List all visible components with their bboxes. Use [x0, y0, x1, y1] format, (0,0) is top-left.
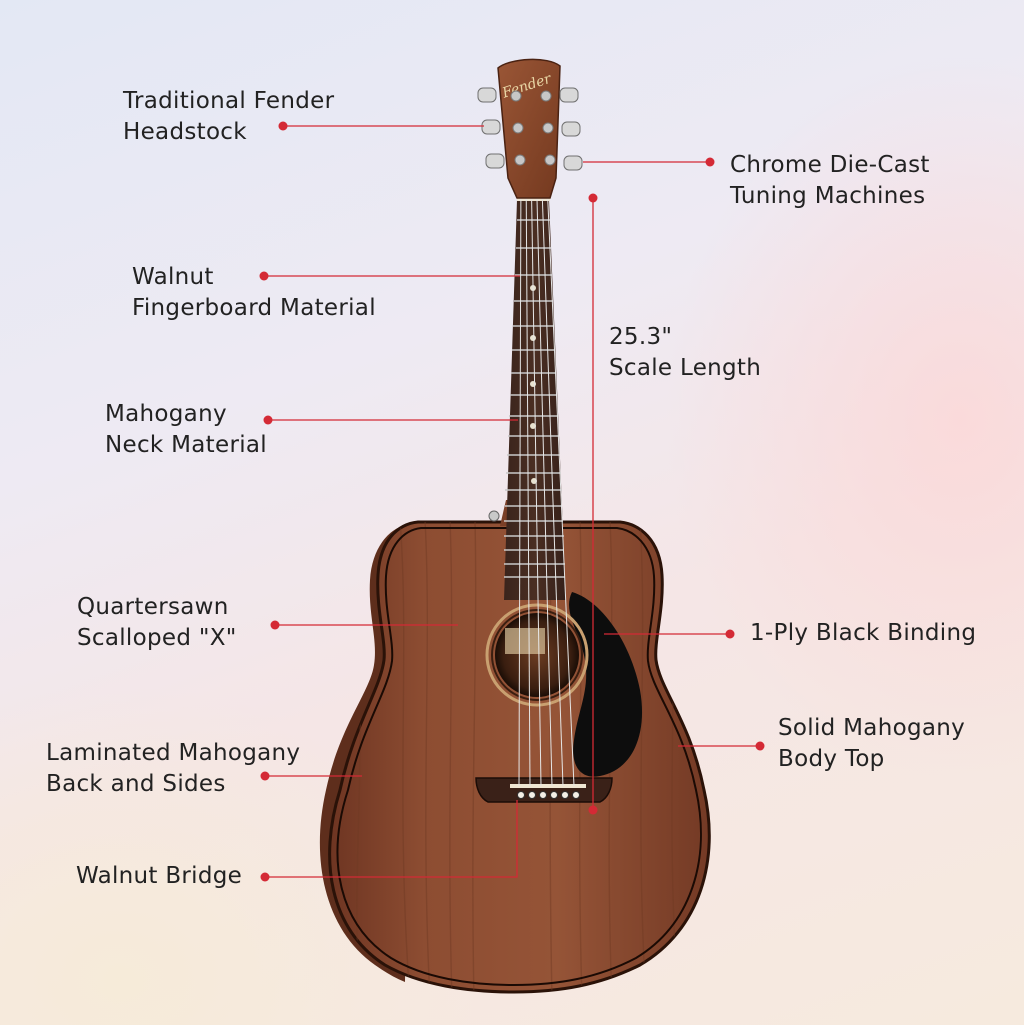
callout-tuners-line2: Tuning Machines: [730, 183, 926, 209]
strap-button: [488, 510, 500, 522]
callout-neck: Mahogany Neck Material: [105, 399, 267, 461]
callout-bracing: Quartersawn Scalloped "X": [77, 592, 237, 654]
callout-back-line1: Laminated Mahogany: [46, 740, 301, 766]
callout-neck-line2: Neck Material: [105, 432, 267, 458]
callout-binding-line1: 1-Ply Black Binding: [750, 620, 977, 646]
callout-top: Solid Mahogany Body Top: [778, 713, 965, 775]
callout-binding: 1-Ply Black Binding: [750, 618, 976, 649]
callout-headstock: Traditional Fender Headstock: [123, 86, 334, 148]
callout-headstock-line2: Headstock: [123, 119, 247, 145]
callout-tuners-line1: Chrome Die-Cast: [730, 152, 930, 178]
rosette-outer: [485, 603, 589, 707]
callout-bracing-line2: Scalloped "X": [77, 625, 237, 651]
callout-scale-line2: Scale Length: [609, 355, 762, 381]
strings: [518, 159, 575, 787]
callout-bridge-line1: Walnut Bridge: [76, 863, 243, 889]
rosette-inner: [491, 609, 583, 701]
callout-top-line2: Body Top: [778, 746, 885, 772]
binding-line: [336, 527, 702, 987]
callout-lines: [264, 125, 760, 878]
callout-dots: [259, 121, 765, 882]
bridge-pins: [517, 791, 580, 799]
callout-fingerboard-line2: Fingerboard Material: [132, 295, 376, 321]
callout-bridge: Walnut Bridge: [76, 861, 242, 892]
callout-tuners: Chrome Die-Cast Tuning Machines: [730, 150, 930, 212]
pickguard: [569, 592, 643, 777]
callout-headstock-line1: Traditional Fender: [123, 88, 335, 114]
callout-back: Laminated Mahogany Back and Sides: [46, 738, 300, 800]
tuning-pegs: [510, 90, 556, 166]
tuner-buttons: [477, 87, 583, 171]
saddle: [510, 784, 586, 788]
callout-back-line2: Back and Sides: [46, 771, 226, 797]
callout-fingerboard: Walnut Fingerboard Material: [132, 262, 376, 324]
callout-fingerboard-line1: Walnut: [132, 264, 214, 290]
callout-neck-line1: Mahogany: [105, 401, 227, 427]
callout-scale: 25.3" Scale Length: [609, 322, 761, 384]
callout-bracing-line1: Quartersawn: [77, 594, 229, 620]
callout-top-line1: Solid Mahogany: [778, 715, 966, 741]
callout-scale-line1: 25.3": [609, 324, 673, 350]
